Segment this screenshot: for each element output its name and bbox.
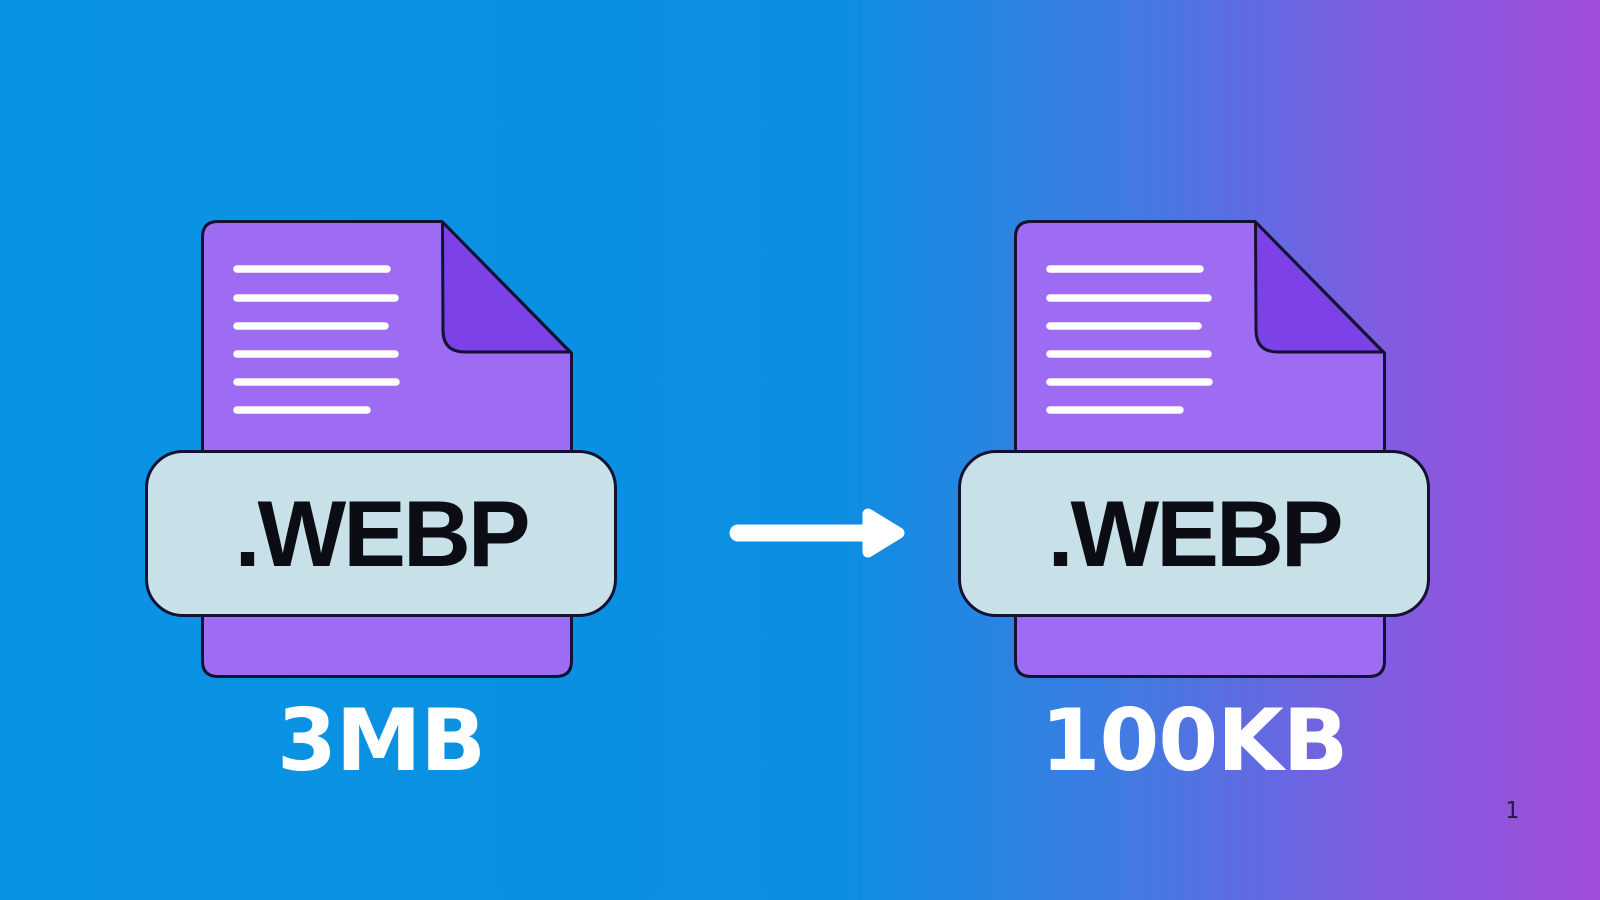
file-size-label: 100KB: [1040, 691, 1349, 791]
file-card-source: .WEBP 3MB: [145, 220, 617, 790]
extension-text: .WEBP: [1047, 480, 1343, 586]
extension-label: .WEBP: [958, 450, 1430, 617]
right-arrow-icon: [729, 508, 905, 558]
file-card-result: .WEBP 100KB: [958, 220, 1430, 790]
file-size-label: 3MB: [277, 691, 486, 791]
document-text-lines: [233, 265, 400, 414]
corner-fold-icon: [441, 220, 572, 354]
extension-label: .WEBP: [145, 450, 617, 617]
extension-text: .WEBP: [234, 480, 530, 586]
corner-fold-icon: [1254, 220, 1385, 354]
document-text-lines: [1046, 265, 1213, 414]
page-number: 1: [1505, 798, 1519, 824]
